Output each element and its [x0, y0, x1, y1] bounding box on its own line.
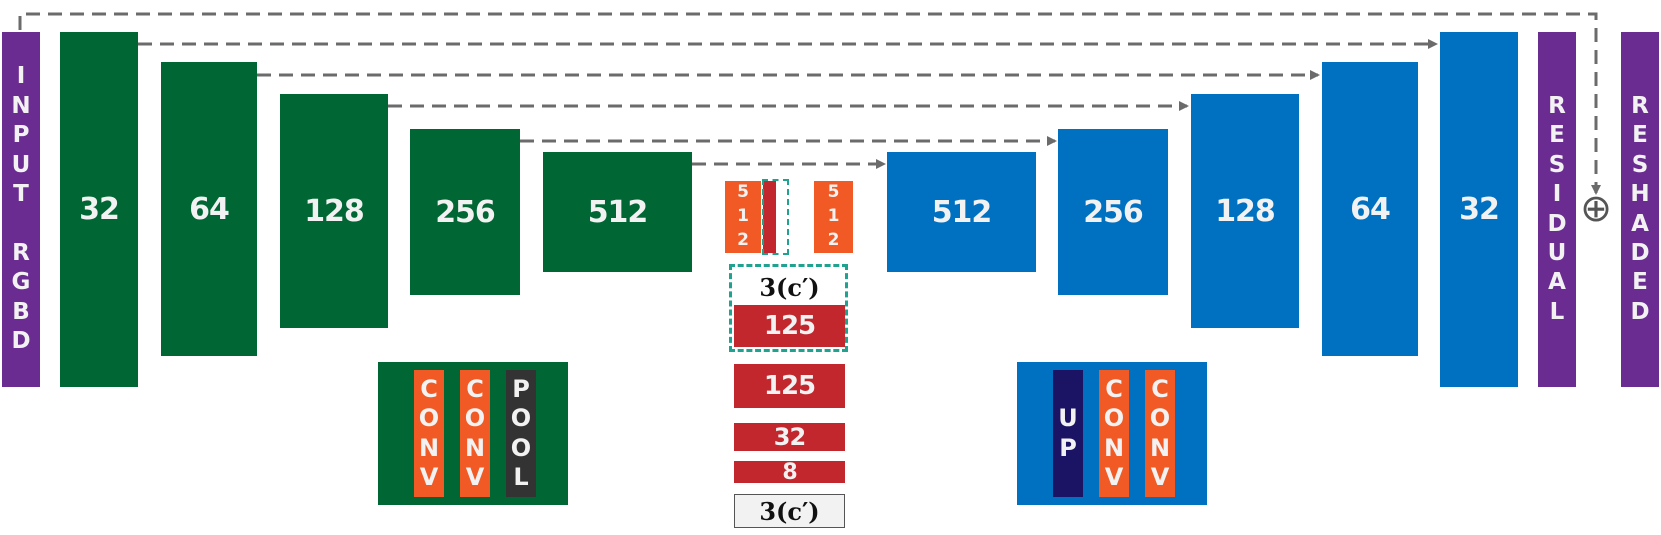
encoder-block-256: 256 [410, 129, 520, 295]
bottleneck-highlight [762, 179, 789, 255]
add-symbol: ⊕ [1580, 186, 1612, 230]
decoder-block-256: 256 [1058, 129, 1168, 295]
decoder-block-128: 128 [1191, 94, 1299, 328]
mlp-highlight [729, 264, 848, 352]
residual-skip-arrow [18, 12, 1601, 195]
encoder-block-32: 32 [60, 32, 138, 387]
bottleneck-feature-slice [763, 181, 776, 253]
decoder-block-512: 512 [887, 152, 1036, 272]
mlp-layer-8: 8 [734, 460, 845, 485]
mlp-input-3c: 3(c′) [734, 494, 845, 528]
mlp-layer-32: 32 [734, 423, 845, 451]
encoder-block-128: 128 [280, 94, 388, 328]
mlp-layer-125-a: 125 [734, 305, 845, 347]
encoder-block-512: 512 [543, 152, 692, 272]
decoder-block-64: 64 [1322, 62, 1418, 356]
decoder-block-32: 32 [1440, 32, 1518, 387]
encoder-block-64: 64 [161, 62, 257, 356]
mlp-layer-125-b: 125 [734, 364, 845, 408]
mlp-output-3c: 3(c′) [734, 270, 845, 304]
